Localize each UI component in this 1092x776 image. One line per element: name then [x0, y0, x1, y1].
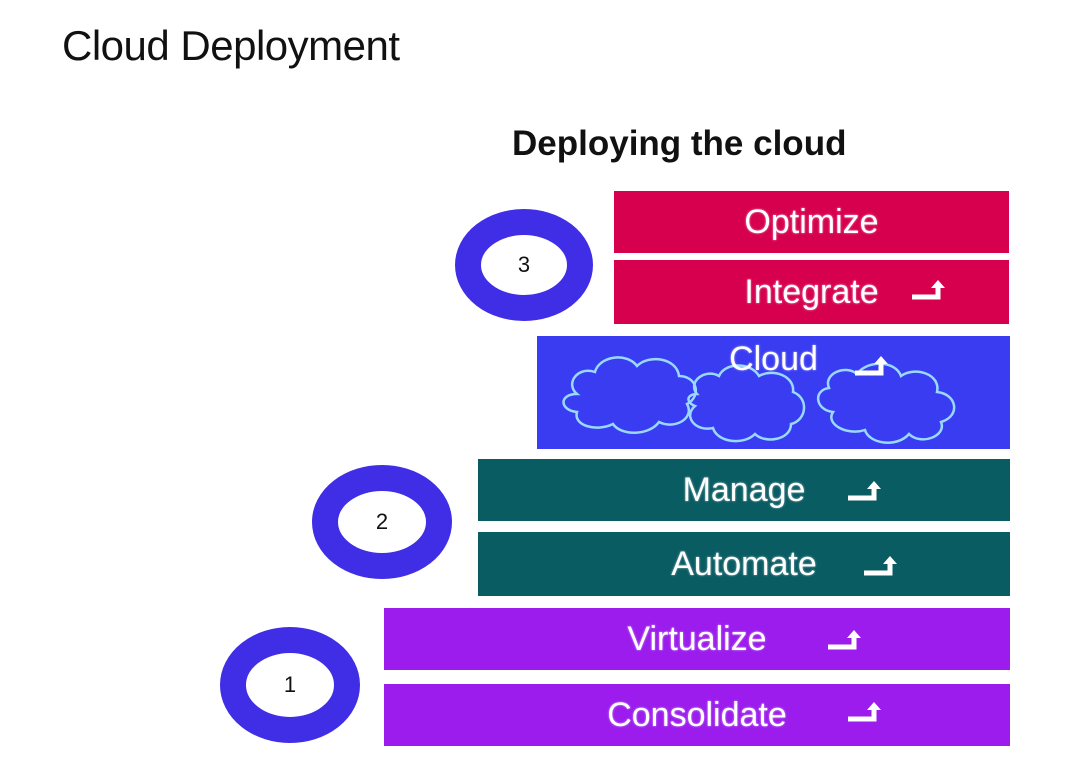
step-label: Optimize	[744, 202, 879, 241]
step-up-arrow-icon	[912, 280, 945, 300]
ring-shape	[220, 627, 360, 743]
step-up-arrow-icon	[855, 356, 888, 376]
step-label: Automate	[671, 544, 817, 583]
diagram-title: Deploying the cloud	[512, 124, 847, 163]
step-up-arrow-icon	[828, 630, 861, 650]
step-label: Virtualize	[627, 619, 767, 658]
step-label: Integrate	[744, 272, 879, 311]
step-consolidate: Consolidate	[384, 684, 1010, 746]
cloud-shapes-icon	[562, 356, 956, 444]
phase-1-ring: 1	[218, 624, 362, 746]
step-manage: Manage	[478, 459, 1010, 521]
step-cloud: Cloud	[537, 336, 1010, 449]
step-optimize: Optimize	[614, 191, 1009, 253]
phase-number: 1	[283, 672, 297, 697]
step-up-arrow-icon	[848, 702, 881, 722]
ring-shape	[455, 209, 593, 321]
step-automate: Automate	[478, 532, 1010, 596]
ring-shape	[312, 465, 452, 579]
phase-number: 3	[517, 252, 531, 277]
step-integrate: Integrate	[614, 260, 1009, 324]
phase-2-ring: 2	[310, 462, 454, 582]
page-title: Cloud Deployment	[62, 22, 400, 69]
phase-number: 2	[375, 509, 389, 534]
step-label: Cloud	[729, 340, 818, 378]
phase-3-ring: 3	[452, 206, 596, 324]
step-virtualize: Virtualize	[384, 608, 1010, 670]
step-up-arrow-icon	[864, 556, 897, 576]
step-up-arrow-icon	[848, 481, 881, 501]
step-label: Consolidate	[607, 695, 787, 734]
step-label: Manage	[682, 470, 806, 509]
